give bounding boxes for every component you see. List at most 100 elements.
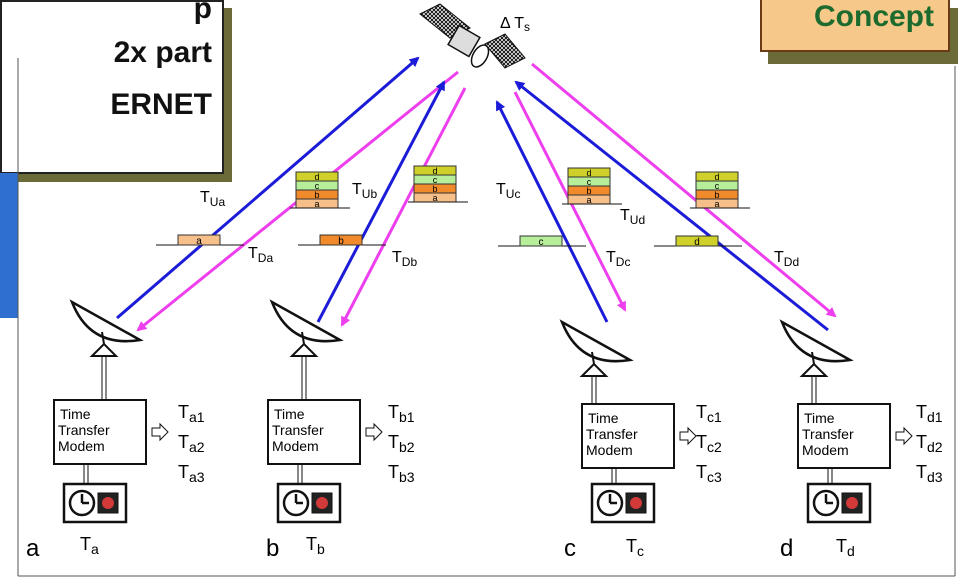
svg-text:c: c [715,181,720,191]
clock-label-b: Tb [306,534,325,557]
downlink-packet-b: b [298,234,386,247]
downlink-packet-c: c [498,235,586,248]
svg-text:b: b [338,236,344,247]
dish-antenna-icon [559,319,634,404]
modem-label-line: Time [588,410,619,426]
modem-label-line: Modem [586,442,633,458]
title-line-1: p [193,0,212,25]
modem-label-line: Time [274,406,305,422]
svg-text:c: c [315,181,320,191]
uplink-c-arrow [495,100,609,323]
svg-text:a: a [432,193,437,203]
uplink-label-b: TUb [352,181,377,201]
modem-label-line: Transfer [802,426,854,442]
svg-text:b: b [432,184,437,194]
output-arrow-icon [151,422,169,442]
downlink-label-c: TDc [606,249,630,269]
output-arrow-icon [679,426,697,446]
svg-text:d: d [586,168,591,178]
modem-label-line: Modem [272,438,319,454]
modem-label-line: Time [804,410,835,426]
modem-label-line: Transfer [586,426,638,442]
svg-text:c: c [433,175,438,185]
timestamp-b2: Tb2 [388,432,415,455]
svg-text:c: c [587,177,592,187]
station-letter: c [564,535,576,562]
clock-icon [590,482,656,524]
svg-text:a: a [714,199,719,209]
svg-text:c: c [539,237,544,248]
title-line-3: ERNET [110,88,212,121]
clock-icon [276,482,342,524]
clock-label-c: Tc [626,536,644,559]
station-letter: d [780,535,793,562]
output-arrow-icon [365,422,383,442]
clock-label-d: Td [836,536,855,559]
timestamp-a1: Ta1 [178,402,205,425]
side-panel [0,173,18,318]
dish-antenna-icon [69,299,144,400]
downlink-packet-d: d [654,235,742,248]
clock-icon [62,482,128,524]
downlink-d-arrow [531,62,837,318]
uplink-a-arrow [116,56,420,320]
downlink-label-d: TDd [774,249,799,269]
timestamp-c2: Tc2 [696,432,722,455]
modem-label-line: Time [60,406,91,422]
timestamp-d1: Td1 [916,402,943,425]
timestamp-a3: Ta3 [178,462,205,485]
svg-text:d: d [314,172,319,182]
uplink-label-a: TUa [200,189,225,209]
svg-text:d: d [694,237,700,248]
timestamp-d3: Td3 [916,462,943,485]
svg-text:b: b [586,186,591,196]
dish-antenna-icon [269,299,344,400]
station-letter: a [26,535,40,562]
svg-text:d: d [714,172,719,182]
svg-text:b: b [714,190,719,200]
timestamp-d2: Td2 [916,432,943,455]
svg-text:a: a [586,195,591,205]
uplink-d-arrow [514,80,829,332]
concept-label: Concept [814,0,934,33]
downlink-b-arrow [340,87,467,327]
dish-antenna-icon [779,319,854,404]
uplink-b-arrow [316,80,446,323]
svg-text:a: a [196,236,202,247]
timestamp-c3: Tc3 [696,462,722,485]
uplink-label-d: TUd [620,207,645,227]
satellite-icon [419,3,526,69]
svg-text:b: b [314,190,319,200]
timestamp-b3: Tb3 [388,462,415,485]
timestamp-c1: Tc1 [696,402,722,425]
downlink-label-b: TDb [392,249,417,269]
title-line-2: 2x part [113,36,212,69]
uplink-label-c: TUc [496,181,520,201]
title-box: p 2x part ERNET [0,0,224,174]
station-letter: b [266,535,279,562]
modem-label-line: Transfer [272,422,324,438]
clock-icon [806,482,872,524]
svg-text:a: a [314,199,319,209]
timestamp-a2: Ta2 [178,432,205,455]
output-arrow-icon [895,426,913,446]
downlink-packet-a: a [156,234,244,247]
modem-label-line: Modem [58,438,105,454]
modem-label-line: Modem [802,442,849,458]
svg-text:d: d [432,166,437,176]
clock-label-a: Ta [80,534,99,557]
